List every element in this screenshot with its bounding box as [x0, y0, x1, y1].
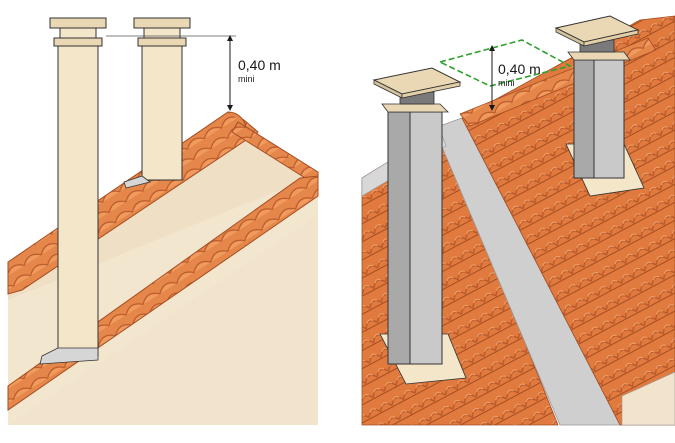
- left-illustration: 0,40 m mini: [7, 17, 319, 425]
- right-illustration: 0,40 m mini: [361, 15, 675, 426]
- left-chimney-back: [123, 17, 191, 189]
- left-dimension-sub: mini: [238, 74, 255, 84]
- right-dimension-value: 0,40 m: [498, 61, 541, 77]
- left-chimney-front: [39, 17, 107, 365]
- right-dimension-sub: mini: [498, 78, 515, 88]
- right-chimney-back: [554, 15, 645, 197]
- right-chimney-front: [372, 67, 467, 385]
- left-dimension-value: 0,40 m: [238, 57, 281, 73]
